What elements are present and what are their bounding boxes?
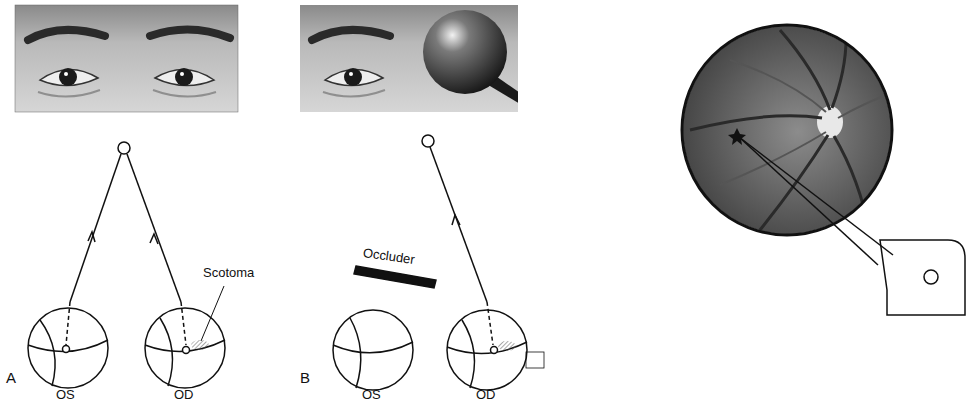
fundus-view [680, 20, 965, 315]
eye-label: OD [174, 388, 194, 402]
fixation-diagram-a [28, 142, 225, 388]
panel-letter: B [300, 370, 310, 387]
eye-label: OD [476, 388, 496, 402]
eye-label: OS [362, 388, 381, 402]
panel-letter: A [6, 370, 16, 387]
eyes-photo [15, 5, 238, 112]
occluder-label: Occluder [362, 246, 416, 267]
scotoma-label: Scotoma [203, 266, 254, 280]
eyes-photo-occluded [300, 5, 518, 112]
eye-label: OS [56, 388, 75, 402]
fixation-diagram-b [333, 135, 544, 390]
